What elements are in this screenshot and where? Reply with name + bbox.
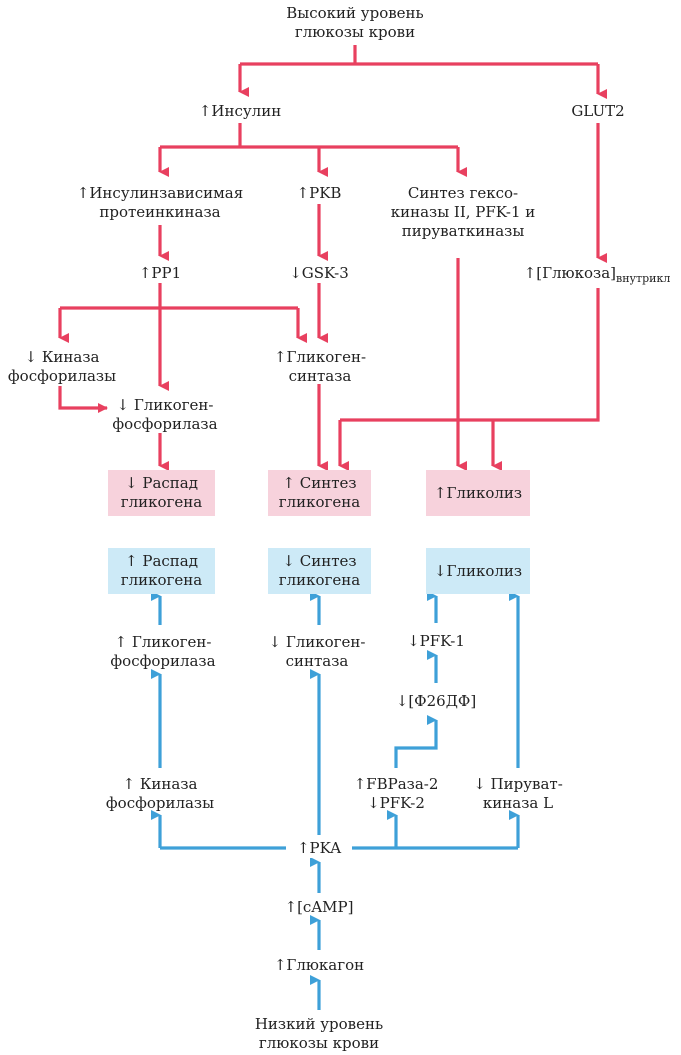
- arrow-fbpase-to-f26bp: [394, 715, 438, 768]
- glucose-in-subscript: внутрикл: [616, 272, 671, 285]
- ins-kinase-line-1: ↑Инсулинзависимая: [76, 184, 244, 202]
- synthesis-down-line-2: гликогена: [278, 571, 361, 589]
- glycolysis-down-text: ↓Гликолиз: [433, 561, 523, 580]
- phosphorylase-kinase-down-label: ↓ Киназа фосфорилазы: [2, 348, 122, 386]
- gs-down-line-1: ↓ Гликоген-: [268, 633, 366, 651]
- pkb-label: ↑PKB: [296, 184, 342, 202]
- gs-down-line-2: синтаза: [285, 652, 349, 670]
- pfk2-line: ↓PFK-2: [367, 794, 425, 812]
- intracellular-glucose-label: ↑[Глюкоза]внутрикл: [517, 264, 677, 288]
- gp-up-line-1: ↑ Гликоген-: [114, 633, 212, 651]
- phosphorylase-kinase-up-label: ↑ Киназа фосфорилазы: [95, 775, 225, 813]
- pk-line-2: киназа L: [482, 794, 554, 812]
- pp1-label: ↑PP1: [138, 264, 182, 282]
- glycolysis-up-text: ↑Гликолиз: [433, 483, 523, 502]
- gs-up-line-2: синтаза: [288, 367, 352, 385]
- synth-line-1: Синтез гексо-: [407, 184, 519, 202]
- glycogen-synthase-up-label: ↑Гликоген- синтаза: [255, 348, 385, 386]
- fbpase-pfk2-label: ↑FBPаза-2 ↓PFK-2: [336, 775, 456, 813]
- wire-glucose-feed: [340, 288, 600, 422]
- gsk3-label: ↓GSK-3: [289, 264, 349, 282]
- insulin-label: ↑Инсулин: [198, 102, 282, 120]
- synth-line-2: киназы II, PFK-1 и: [390, 203, 536, 221]
- pk-line-1: ↓ Пируват-: [473, 775, 563, 793]
- wire-insulin-split: [160, 123, 458, 149]
- insulin-dependent-kinase-label: ↑Инсулинзависимая протеинкиназа: [55, 184, 265, 222]
- wire-top-split: [240, 45, 598, 66]
- glycogen-phosphorylase-up-label: ↑ Гликоген- фосфорилаза: [98, 633, 228, 671]
- gp-down-line-2: фосфорилаза: [112, 415, 218, 433]
- gp-down-line-1: ↓ Гликоген-: [116, 396, 214, 414]
- glycogen-phosphorylase-down-label: ↓ Гликоген- фосфорилаза: [100, 396, 230, 434]
- gs-up-line-1: ↑Гликоген-: [273, 348, 367, 366]
- glut2-label: GLUT2: [571, 102, 625, 120]
- phk-down-line-2: фосфорилазы: [7, 367, 117, 385]
- synthesis-down-line-1: ↓ Синтез: [282, 552, 357, 570]
- gp-up-line-2: фосфорилаза: [110, 652, 216, 670]
- glycogen-synthesis-up-box: ↑ Синтез гликогена: [268, 470, 371, 516]
- glycogen-breakdown-down-box: ↓ Распад гликогена: [108, 470, 215, 516]
- pyruvate-kinase-label: ↓ Пируват- киназа L: [458, 775, 578, 813]
- low-glucose-line-2: глюкозы крови: [258, 1034, 380, 1052]
- enzyme-synthesis-label: Синтез гексо- киназы II, PFK-1 и пируват…: [378, 184, 548, 241]
- arrow-phk-to-gp: [58, 386, 108, 413]
- breakdown-up-line-2: гликогена: [120, 571, 203, 589]
- synth-line-3: пируваткиназы: [401, 222, 525, 240]
- phk-up-line-1: ↑ Киназа: [122, 775, 198, 793]
- synthesis-up-line-2: гликогена: [278, 493, 361, 511]
- low-glucose-line-1: Низкий уровень: [254, 1015, 384, 1033]
- fbpase-line: ↑FBPаза-2: [353, 775, 439, 793]
- ins-kinase-line-2: протеинкиназа: [99, 203, 221, 221]
- camp-label: ↑[cAMP]: [284, 898, 354, 916]
- f26bp-label: ↓[Ф26ДФ]: [395, 692, 477, 710]
- glucagon-label: ↑Глюкагон: [273, 956, 365, 974]
- breakdown-down-line-1: ↓ Распад: [125, 474, 198, 492]
- glucose-in-main: ↑[Глюкоза]: [523, 264, 616, 282]
- breakdown-down-line-2: гликогена: [120, 493, 203, 511]
- pka-label: ↑PKA: [286, 839, 352, 858]
- high-glucose-label: Высокий уровень глюкозы крови: [255, 4, 455, 42]
- glycolysis-up-box: ↑Гликолиз: [426, 470, 530, 516]
- high-glucose-line-1: Высокий уровень: [286, 4, 424, 22]
- synthesis-up-line-1: ↑ Синтез: [282, 474, 357, 492]
- phk-down-line-1: ↓ Киназа: [24, 348, 100, 366]
- low-glucose-label: Низкий уровень глюкозы крови: [219, 1015, 419, 1053]
- glycogen-synthesis-down-box: ↓ Синтез гликогена: [268, 548, 371, 594]
- pfk1-label: ↓PFK-1: [407, 632, 465, 650]
- wire-pp1-down: [60, 283, 298, 310]
- breakdown-up-line-1: ↑ Распад: [125, 552, 198, 570]
- high-glucose-line-2: глюкозы крови: [294, 23, 416, 41]
- glycolysis-down-box: ↓Гликолиз: [426, 548, 530, 594]
- phk-up-line-2: фосфорилазы: [105, 794, 215, 812]
- glycogen-synthase-down-label: ↓ Гликоген- синтаза: [252, 633, 382, 671]
- glycogen-breakdown-up-box: ↑ Распад гликогена: [108, 548, 215, 594]
